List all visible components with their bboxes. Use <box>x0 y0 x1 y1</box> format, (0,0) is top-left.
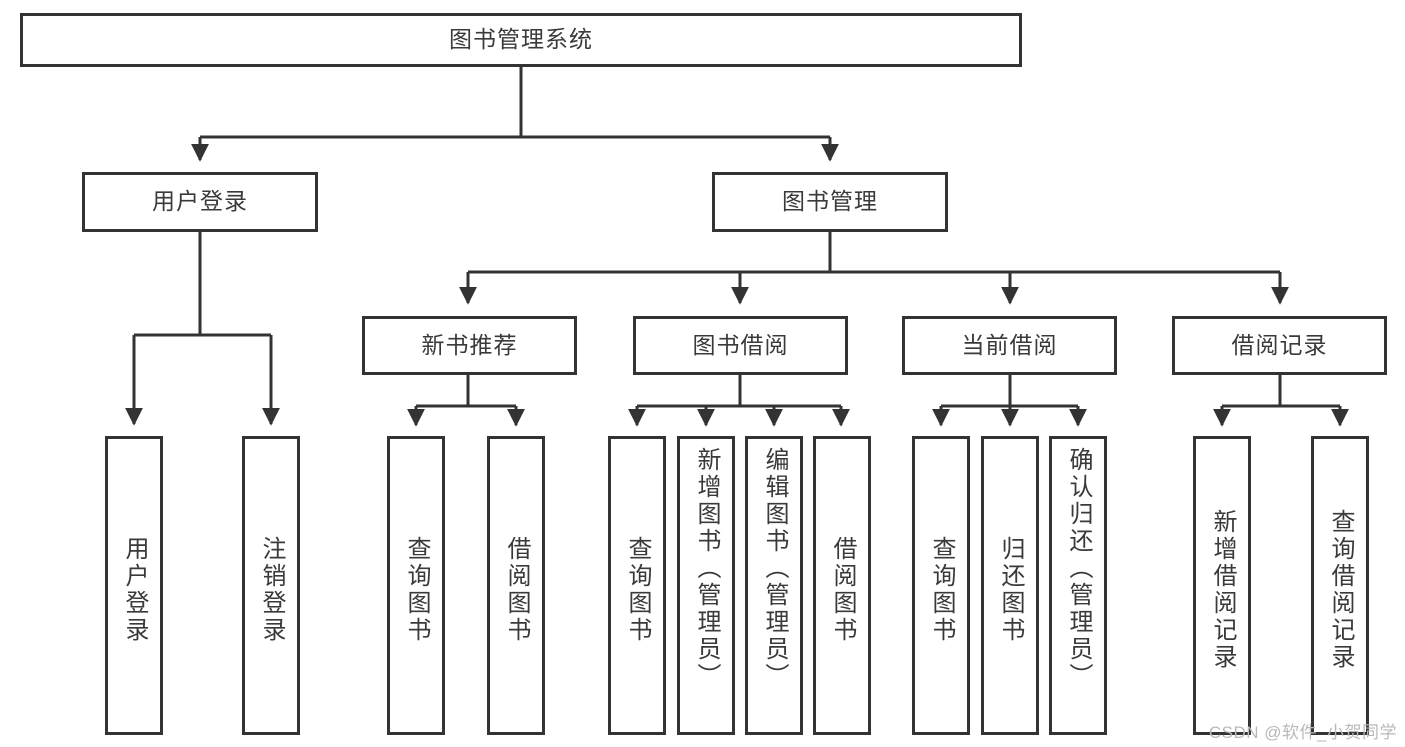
node-leaf-borrow-book[interactable]: 借阅图书 <box>813 436 871 735</box>
node-user-login[interactable]: 用户登录 <box>82 172 318 232</box>
node-leaf-confirm-return-admin-label: 确认归还（管理员） <box>1065 447 1092 690</box>
node-root[interactable]: 图书管理系统 <box>20 13 1022 67</box>
node-leaf-add-book-admin[interactable]: 新增图书（管理员） <box>677 436 735 735</box>
node-current-borrow[interactable]: 当前借阅 <box>902 316 1117 375</box>
node-leaf-return-book-label: 归还图书 <box>997 535 1024 644</box>
node-user-login-label: 用户登录 <box>152 188 248 215</box>
node-leaf-user-login-label: 用户登录 <box>121 535 148 644</box>
node-leaf-query-book-borrow-label: 查询图书 <box>624 535 651 644</box>
node-leaf-borrow-book-label: 借阅图书 <box>829 535 856 644</box>
node-leaf-return-book[interactable]: 归还图书 <box>981 436 1039 735</box>
node-book-manage[interactable]: 图书管理 <box>712 172 948 232</box>
node-leaf-query-book-recommend-label: 查询图书 <box>403 535 430 644</box>
node-root-label: 图书管理系统 <box>449 26 593 53</box>
node-borrow-record-label: 借阅记录 <box>1231 331 1328 358</box>
node-leaf-borrow-book-recommend[interactable]: 借阅图书 <box>487 436 545 735</box>
node-leaf-query-borrow-record[interactable]: 查询借阅记录 <box>1311 436 1369 735</box>
node-borrow-record[interactable]: 借阅记录 <box>1172 316 1387 375</box>
node-leaf-add-book-admin-label: 新增图书（管理员） <box>693 447 720 690</box>
node-new-book-recommend-label: 新书推荐 <box>421 331 518 358</box>
node-book-manage-label: 图书管理 <box>782 188 878 215</box>
node-leaf-edit-book-admin-label: 编辑图书（管理员） <box>761 447 788 690</box>
node-leaf-confirm-return-admin[interactable]: 确认归还（管理员） <box>1049 436 1107 735</box>
node-leaf-query-book-borrow[interactable]: 查询图书 <box>608 436 666 735</box>
node-leaf-query-borrow-record-label: 查询借阅记录 <box>1327 508 1354 671</box>
node-leaf-logout-label: 注销登录 <box>258 535 285 644</box>
node-leaf-query-book-current[interactable]: 查询图书 <box>912 436 970 735</box>
node-leaf-borrow-book-recommend-label: 借阅图书 <box>503 535 530 644</box>
node-leaf-add-borrow-record[interactable]: 新增借阅记录 <box>1193 436 1251 735</box>
node-leaf-user-login[interactable]: 用户登录 <box>105 436 163 735</box>
node-leaf-logout[interactable]: 注销登录 <box>242 436 300 735</box>
node-book-borrow-label: 图书借阅 <box>692 331 789 358</box>
node-book-borrow[interactable]: 图书借阅 <box>633 316 848 375</box>
node-current-borrow-label: 当前借阅 <box>961 331 1058 358</box>
node-new-book-recommend[interactable]: 新书推荐 <box>362 316 577 375</box>
node-leaf-edit-book-admin[interactable]: 编辑图书（管理员） <box>745 436 803 735</box>
node-leaf-add-borrow-record-label: 新增借阅记录 <box>1209 508 1236 671</box>
node-leaf-query-book-current-label: 查询图书 <box>928 535 955 644</box>
watermark-text: CSDN @软件_小贺同学 <box>1208 723 1397 742</box>
node-leaf-query-book-recommend[interactable]: 查询图书 <box>387 436 445 735</box>
